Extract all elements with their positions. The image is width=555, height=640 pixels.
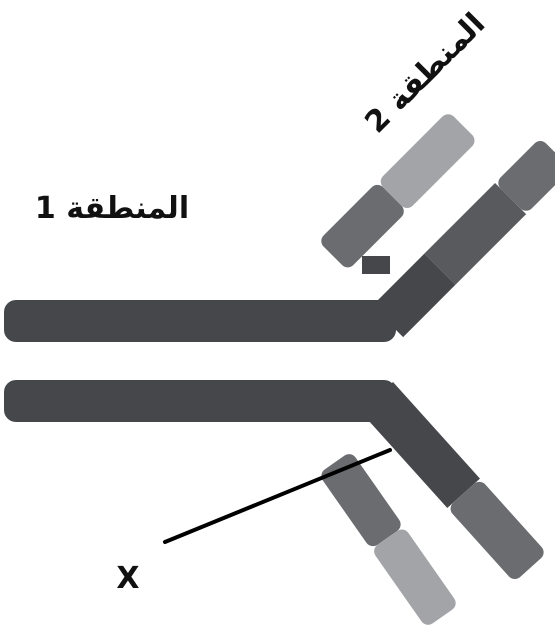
upper-light-chain [321, 114, 475, 268]
region-2-label: المنطقة 2 [358, 6, 492, 140]
lower-heavy-chain-stem [4, 380, 396, 422]
upper-connector [362, 256, 390, 274]
lower-heavy-chain-arm [360, 382, 544, 580]
upper-heavy-chain-arm [372, 141, 555, 338]
x-label: X [116, 561, 139, 596]
lower-light-chain [321, 454, 456, 625]
x-pointer-line [163, 448, 392, 544]
region-1-label: المنطقة 1 [35, 191, 189, 226]
upper-heavy-chain-stem [4, 300, 396, 342]
